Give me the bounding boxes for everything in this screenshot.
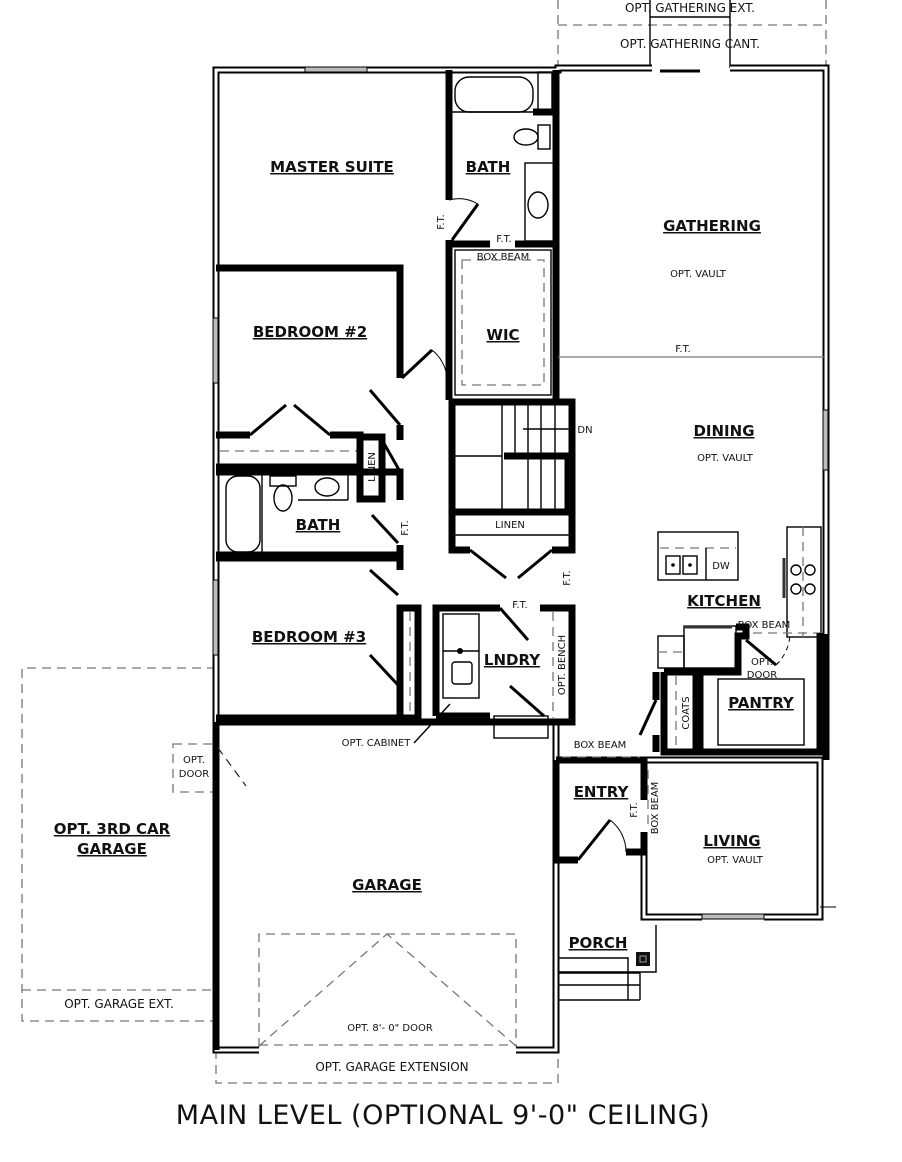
dishwasher-label: DW <box>712 561 730 572</box>
windows <box>212 66 829 920</box>
ft-label-entry: F.T. <box>629 802 640 817</box>
opt-cabinet-label: OPT. CABINET <box>342 738 412 749</box>
room-3rd-car-garage-line1: OPT. 3RD CAR <box>54 820 171 838</box>
opt-bench-label: OPT. BENCH <box>557 635 568 695</box>
interior-walls <box>212 70 836 1050</box>
room-3rd-car-garage-line2: GARAGE <box>77 840 147 858</box>
dining-vault-note: OPT. VAULT <box>697 453 754 464</box>
gathering-vault-note: OPT. VAULT <box>670 269 727 280</box>
room-garage: GARAGE <box>352 876 422 894</box>
ft-label-gathering: F.T. <box>675 344 690 355</box>
opt-door-label-garage-2: DOOR <box>179 769 209 780</box>
box-beam-label-entry: BOX BEAM <box>574 740 627 751</box>
optional-outlines <box>21 0 827 1084</box>
box-beam-label-kitchen: BOX BEAM <box>738 620 791 631</box>
doors <box>217 69 791 861</box>
room-kitchen: KITCHEN <box>687 592 761 610</box>
ft-label-bath2: F.T. <box>400 520 411 535</box>
opt-gathering-ext-label: OPT. GATHERING EXT. <box>625 1 755 15</box>
coats-label: COATS <box>681 696 692 729</box>
opt-garage-door-label: OPT. 8'- 0" DOOR <box>347 1023 433 1034</box>
opt-garage-extension-label: OPT. GARAGE EXTENSION <box>315 1060 468 1074</box>
linen-label-hall: LINEN <box>367 452 378 482</box>
drawing-title: MAIN LEVEL (OPTIONAL 9'-0" CEILING) <box>176 1100 710 1131</box>
opt-door-label-pantry-2: DOOR <box>747 670 777 681</box>
room-laundry: LNDRY <box>484 651 541 669</box>
linen-label-stairs: LINEN <box>495 520 525 531</box>
room-entry: ENTRY <box>574 783 630 801</box>
room-porch: PORCH <box>569 934 628 952</box>
room-wic: WIC <box>486 326 519 344</box>
opt-door-label-pantry-1: OPT. <box>751 657 773 668</box>
opt-gathering-cant-label: OPT. GATHERING CANT. <box>620 37 760 51</box>
room-gathering: GATHERING <box>663 217 761 235</box>
stairs-down-label: DN <box>577 425 592 436</box>
ft-label-master: F.T. <box>436 214 447 229</box>
ft-label-hall: F.T. <box>562 570 573 585</box>
room-master-suite: MASTER SUITE <box>270 158 394 176</box>
box-beam-label-living: BOX BEAM <box>650 782 661 835</box>
room-living: LIVING <box>703 832 760 850</box>
room-bedroom-2: BEDROOM #2 <box>253 323 367 341</box>
room-dining: DINING <box>693 422 754 440</box>
opt-garage-ext-label: OPT. GARAGE EXT. <box>64 997 174 1011</box>
labels: OPT. GATHERING EXT. OPT. GATHERING CANT.… <box>54 1 795 1131</box>
room-bath-2: BATH <box>296 516 341 534</box>
opt-door-label-garage-1: OPT. <box>183 755 205 766</box>
ft-label-laundry: F.T. <box>512 600 527 611</box>
room-master-bath: BATH <box>466 158 511 176</box>
room-pantry: PANTRY <box>728 694 795 712</box>
box-beam-label-wic: BOX BEAM <box>477 252 530 263</box>
living-vault-note: OPT. VAULT <box>707 855 764 866</box>
room-bedroom-3: BEDROOM #3 <box>252 628 366 646</box>
ft-label-bath: F.T. <box>496 234 511 245</box>
